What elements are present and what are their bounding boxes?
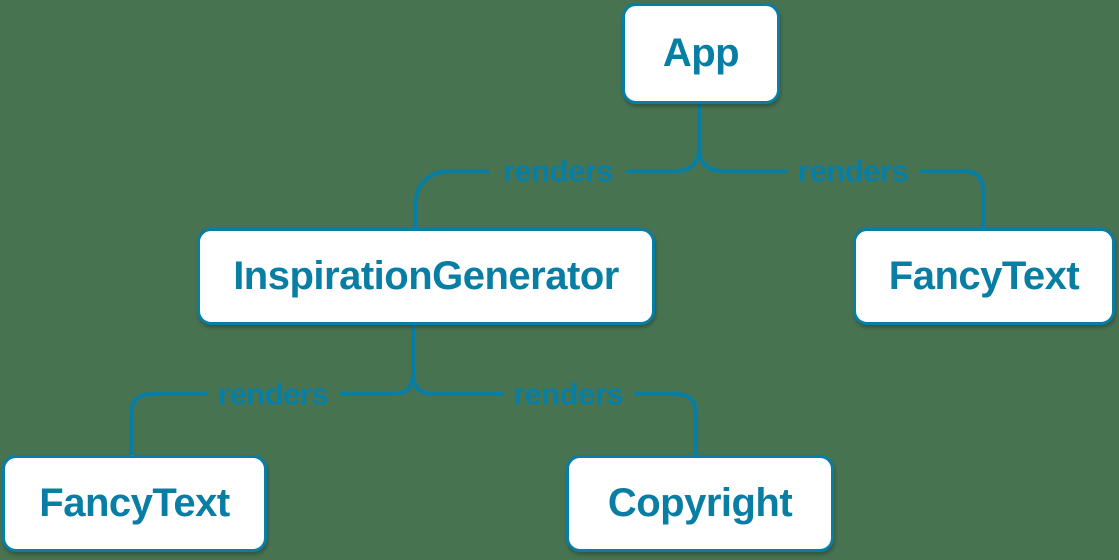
node-inspiration-generator-label: InspirationGenerator bbox=[233, 254, 619, 298]
node-fancy-text-bottom-label: FancyText bbox=[39, 481, 230, 525]
node-fancy-text-top-label: FancyText bbox=[888, 254, 1080, 298]
node-copyright-label: Copyright bbox=[607, 481, 793, 525]
edge-app-fancytext-segment bbox=[919, 169, 985, 230]
edge-label-renders: renders bbox=[503, 154, 613, 189]
node-fancy-text-top: FancyText bbox=[853, 228, 1115, 325]
node-app-label: App bbox=[662, 31, 740, 75]
edge-label-renders: renders bbox=[218, 377, 328, 412]
node-app: App bbox=[622, 3, 780, 104]
edge-label-renders: renders bbox=[513, 377, 623, 412]
node-fancy-text-bottom: FancyText bbox=[2, 455, 267, 552]
edge-app-inspirationgenerator-segment bbox=[413, 169, 490, 230]
edge-inspirationgenerator-copyright-segment bbox=[411, 324, 504, 396]
node-inspiration-generator: InspirationGenerator bbox=[197, 228, 655, 325]
edge-inspirationgenerator-fancytext-segment bbox=[339, 324, 415, 396]
edge-app-inspirationgenerator-segment bbox=[625, 102, 701, 173]
edge-app-fancytext-segment bbox=[697, 102, 788, 173]
node-copyright: Copyright bbox=[566, 455, 834, 552]
edge-label-renders: renders bbox=[798, 154, 908, 189]
edge-inspirationgenerator-fancytext-segment bbox=[129, 392, 208, 457]
edge-inspirationgenerator-copyright-segment bbox=[634, 392, 698, 457]
